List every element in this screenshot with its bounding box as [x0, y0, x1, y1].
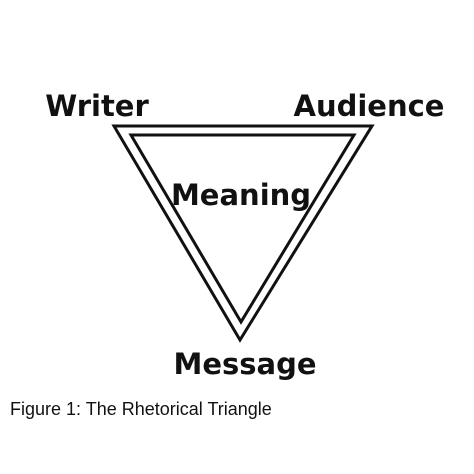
writer-label: Writer: [45, 89, 149, 123]
audience-label: Audience: [294, 89, 445, 123]
message-label: Message: [173, 347, 316, 381]
outer-triangle: [111, 124, 375, 343]
figure-caption: Figure 1: The Rhetorical Triangle: [10, 399, 272, 419]
inner-triangle: [128, 133, 357, 325]
meaning-label: Meaning: [171, 178, 311, 212]
